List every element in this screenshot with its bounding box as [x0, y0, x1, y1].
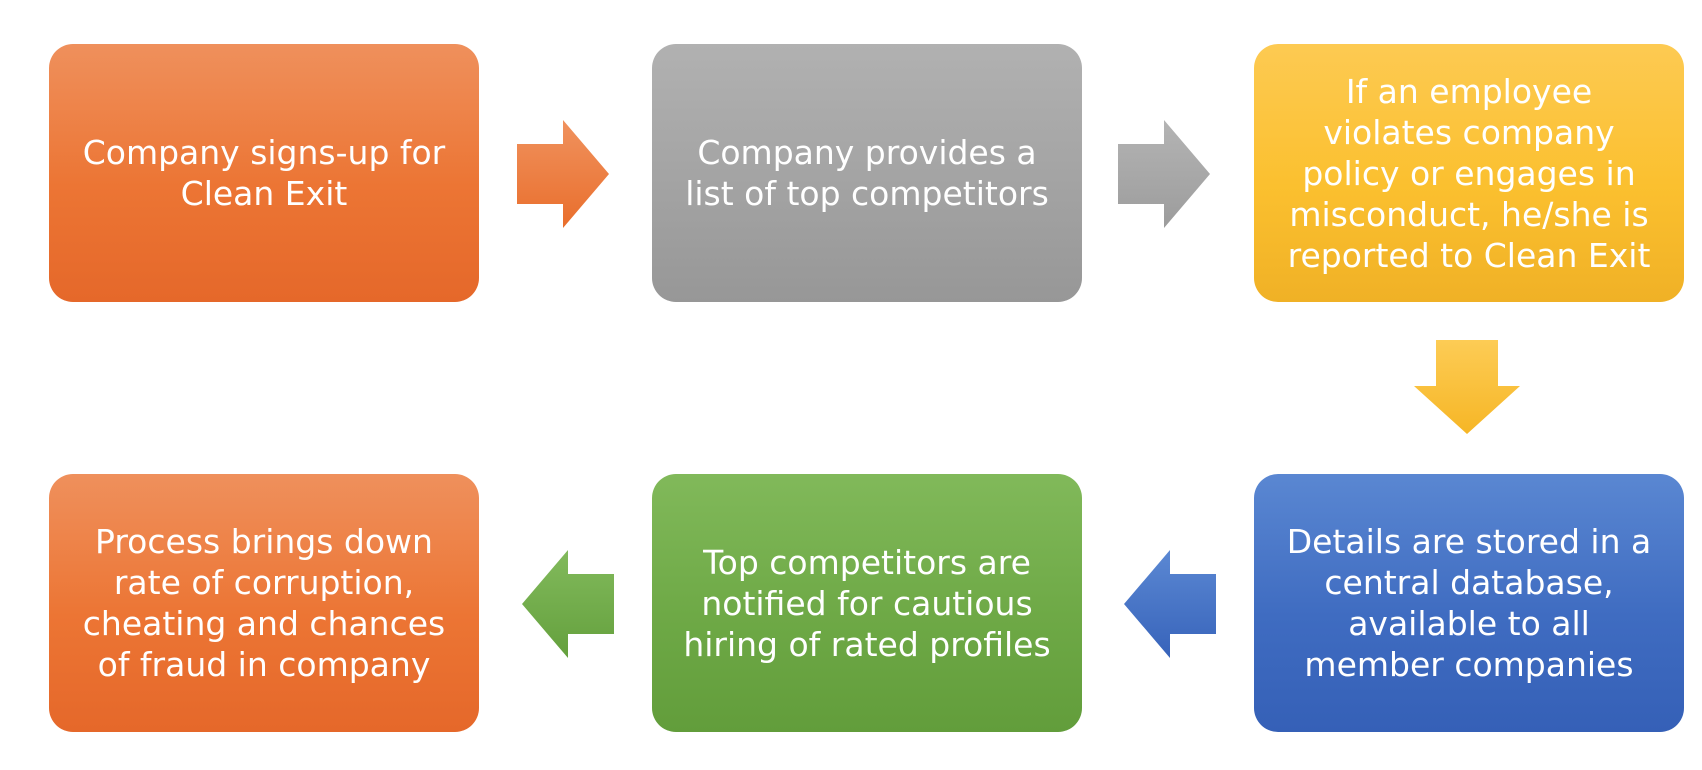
step-4-database-box: Details are stored in a central database… [1254, 474, 1684, 732]
step-2-competitors-box: Company provides a list of top competito… [652, 44, 1082, 302]
arrow-down-icon [1414, 340, 1520, 434]
step-6-outcome-box: Process brings down rate of corruption, … [49, 474, 479, 732]
step-4-text: Details are stored in a central database… [1286, 522, 1652, 684]
step-3-report-box: If an employee violates company policy o… [1254, 44, 1684, 302]
step-5-notify-box: Top competitors are notified for cautiou… [652, 474, 1082, 732]
step-6-text: Process brings down rate of corruption, … [82, 522, 446, 684]
step-3-text: If an employee violates company policy o… [1287, 71, 1651, 275]
step-1-signup-box: Company signs-up for Clean Exit [49, 44, 479, 302]
arrow-right-icon [1118, 120, 1210, 228]
step-2-text: Company provides a list of top competito… [685, 133, 1049, 213]
arrow-left-icon [522, 550, 614, 658]
arrow-left-icon [1124, 550, 1216, 658]
step-5-text: Top competitors are notified for cautiou… [683, 542, 1051, 664]
step-1-text: Company signs-up for Clean Exit [82, 133, 446, 213]
arrow-right-icon [517, 120, 609, 228]
